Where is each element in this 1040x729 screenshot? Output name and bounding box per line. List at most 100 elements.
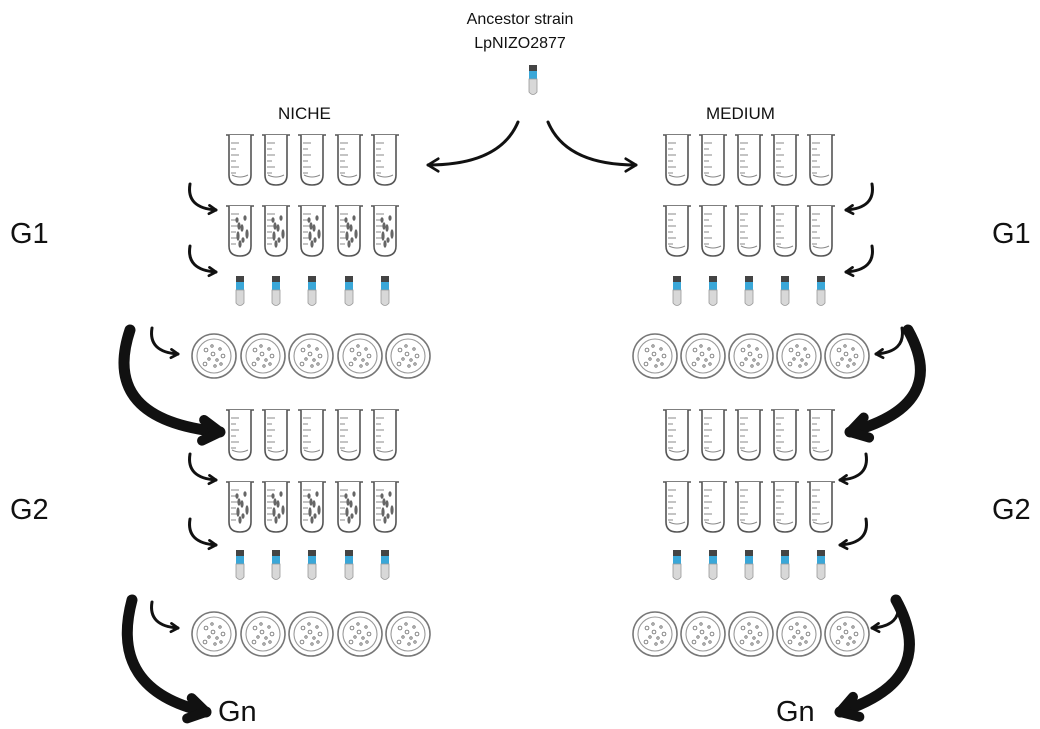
medium-g1-tube: [663, 134, 691, 186]
medium-g2-incubated-tube: [735, 481, 763, 533]
medium-g2-petri-dish: [776, 611, 822, 657]
big-curved-arrow-icon: [118, 324, 226, 446]
small-curved-arrow-icon: [838, 452, 868, 486]
niche-g1-culture-tube: [298, 205, 326, 257]
left-g2-label: G2: [10, 494, 49, 526]
niche-g1-petri-dish: [385, 333, 431, 379]
medium-g2-vial: [708, 550, 718, 580]
arrow-to-medium: [546, 120, 638, 173]
niche-g2-culture-tube: [335, 481, 363, 533]
niche-g2-petri-dish: [385, 611, 431, 657]
niche-g1-culture-tube: [371, 205, 399, 257]
niche-g2-medium-tube: [226, 409, 254, 461]
medium-g1-incubated-tube: [807, 205, 835, 257]
medium-header: MEDIUM: [706, 104, 775, 123]
medium-g1-tube: [699, 134, 727, 186]
niche-g1-medium-tube: [226, 134, 254, 186]
niche-g1-culture-tube: [262, 205, 290, 257]
medium-g1-vial: [672, 276, 682, 306]
small-curved-arrow-icon: [188, 244, 218, 278]
small-curved-arrow-icon: [838, 517, 868, 551]
niche-g1-vial: [380, 276, 390, 306]
medium-g2-tube: [771, 409, 799, 461]
medium-g2-vial: [780, 550, 790, 580]
medium-g1-incubated-tube: [771, 205, 799, 257]
niche-g1-petri-dish: [240, 333, 286, 379]
big-curved-arrow-icon: [844, 324, 926, 443]
medium-g2-petri-dish: [824, 611, 870, 657]
ancestor-vial-icon: [528, 65, 538, 95]
right-g1-label: G1: [992, 218, 1031, 250]
medium-g1-vial: [780, 276, 790, 306]
medium-g1-tube: [771, 134, 799, 186]
medium-g2-vial: [744, 550, 754, 580]
niche-g2-culture-tube: [371, 481, 399, 533]
niche-g2-medium-tube: [371, 409, 399, 461]
ancestor-label: Ancestor strain LpNIZO2877: [440, 8, 600, 56]
niche-g1-medium-tube: [298, 134, 326, 186]
small-curved-arrow-icon: [874, 326, 904, 360]
small-curved-arrow-icon: [150, 600, 180, 634]
niche-g2-petri-dish: [240, 611, 286, 657]
niche-g2-vial: [380, 550, 390, 580]
medium-g1-petri-dish: [632, 333, 678, 379]
niche-g2-petri-dish: [288, 611, 334, 657]
niche-g1-vial: [344, 276, 354, 306]
niche-g2-medium-tube: [335, 409, 363, 461]
niche-g1-medium-tube: [335, 134, 363, 186]
medium-g2-incubated-tube: [771, 481, 799, 533]
medium-g2-incubated-tube: [699, 481, 727, 533]
niche-g2-petri-dish: [337, 611, 383, 657]
medium-g1-petri-dish: [824, 333, 870, 379]
medium-g2-petri-dish: [632, 611, 678, 657]
medium-g2-vial: [816, 550, 826, 580]
niche-g1-medium-tube: [371, 134, 399, 186]
medium-g1-tube: [807, 134, 835, 186]
niche-g2-petri-dish: [191, 611, 237, 657]
medium-g2-vial: [672, 550, 682, 580]
niche-g2-vial: [344, 550, 354, 580]
niche-g2-vial: [235, 550, 245, 580]
small-curved-arrow-icon: [844, 182, 874, 216]
medium-g1-vial: [816, 276, 826, 306]
niche-g1-culture-tube: [335, 205, 363, 257]
niche-g2-culture-tube: [298, 481, 326, 533]
left-gn-label: Gn: [218, 696, 257, 728]
ancestor-label-line2: LpNIZO2877: [474, 35, 566, 52]
big-curved-arrow-icon: [121, 594, 212, 724]
medium-g2-petri-dish: [728, 611, 774, 657]
medium-g2-incubated-tube: [807, 481, 835, 533]
niche-g2-medium-tube: [298, 409, 326, 461]
niche-header: NICHE: [278, 104, 331, 123]
niche-g1-medium-tube: [262, 134, 290, 186]
niche-g1-petri-dish: [191, 333, 237, 379]
medium-g2-tube: [663, 409, 691, 461]
medium-g1-petri-dish: [728, 333, 774, 379]
small-curved-arrow-icon: [844, 244, 874, 278]
big-curved-arrow-icon: [834, 594, 915, 722]
medium-g2-tube: [807, 409, 835, 461]
medium-g1-tube: [735, 134, 763, 186]
niche-g2-culture-tube: [226, 481, 254, 533]
niche-g1-culture-tube: [226, 205, 254, 257]
medium-g1-incubated-tube: [663, 205, 691, 257]
niche-g1-vial: [271, 276, 281, 306]
small-curved-arrow-icon: [188, 517, 218, 551]
small-curved-arrow-icon: [188, 182, 218, 216]
medium-g2-petri-dish: [680, 611, 726, 657]
medium-g2-incubated-tube: [663, 481, 691, 533]
niche-g1-vial: [307, 276, 317, 306]
niche-g1-petri-dish: [288, 333, 334, 379]
medium-g1-incubated-tube: [699, 205, 727, 257]
ancestor-label-line1: Ancestor strain: [466, 11, 574, 28]
medium-g1-incubated-tube: [735, 205, 763, 257]
niche-g2-medium-tube: [262, 409, 290, 461]
right-gn-label: Gn: [776, 696, 815, 728]
small-curved-arrow-icon: [150, 326, 180, 360]
medium-g2-tube: [699, 409, 727, 461]
medium-g1-vial: [744, 276, 754, 306]
right-g2-label: G2: [992, 494, 1031, 526]
medium-g2-tube: [735, 409, 763, 461]
